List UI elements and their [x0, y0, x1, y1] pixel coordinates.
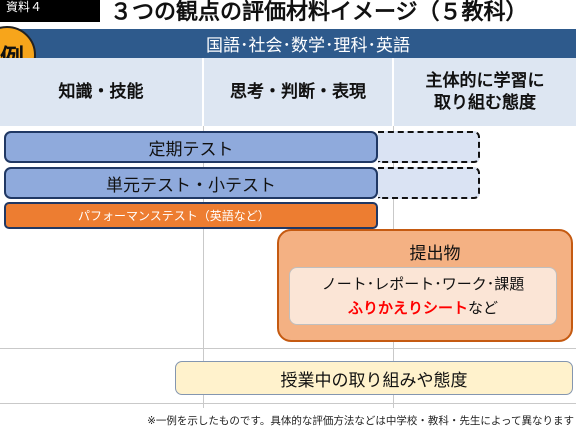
class-attitude-label: 授業中の取り組みや態度 — [280, 370, 468, 391]
document-tag: 資料４ — [0, 0, 100, 22]
performance-test-box: パフォーマンステスト（英語など） — [4, 202, 378, 229]
column-header-attitude-line2: 取り組む態度 — [434, 93, 536, 113]
column-header-attitude: 主体的に学習に 取り組む態度 — [394, 58, 576, 126]
footnote: ※一例を示したものです。具体的な評価方法などは中学校・教科・先生によって異なりま… — [147, 415, 574, 427]
regular-test-attitude-extension — [378, 131, 480, 163]
unit-test-attitude-extension — [378, 167, 480, 199]
page-title: ３つの観点の評価材料イメージ（５教科） — [110, 0, 528, 25]
reflection-sheet-highlight: ふりかえりシート — [347, 299, 468, 317]
submission-line2: ふりかえりシートなど — [290, 296, 556, 320]
submission-box: 提出物 ノート･レポート･ワーク･課題 ふりかえりシートなど — [277, 229, 573, 342]
unit-test-box: 単元テスト・小テスト — [4, 167, 378, 199]
column-header-thinking: 思考・判断・表現 — [204, 58, 392, 126]
column-header-attitude-line1: 主体的に学習に — [425, 71, 545, 91]
submission-suffix: など — [468, 299, 499, 317]
regular-test-label: 定期テスト — [148, 139, 234, 160]
column-header-thinking-label: 思考・判断・表現 — [230, 82, 366, 102]
class-attitude-box: 授業中の取り組みや態度 — [175, 361, 573, 395]
column-header-knowledge-label: 知識・技能 — [58, 82, 144, 102]
performance-test-label: パフォーマンステスト（英語など） — [78, 209, 270, 223]
grid-row-divider — [0, 348, 576, 349]
submission-detail: ノート･レポート･ワーク･課題 ふりかえりシートなど — [289, 267, 557, 325]
grid-divider-1 — [203, 126, 204, 408]
regular-test-box: 定期テスト — [4, 131, 378, 163]
subjects-label: 国語･社会･数学･理科･英語 — [206, 36, 410, 56]
subjects-header: 国語･社会･数学･理科･英語 — [0, 29, 576, 58]
submission-title: 提出物 — [409, 244, 461, 264]
unit-test-label: 単元テスト・小テスト — [106, 175, 276, 196]
grid-bottom-line — [0, 403, 576, 404]
submission-items: ノート･レポート･ワーク･課題 — [321, 275, 525, 293]
column-header-knowledge: 知識・技能 — [0, 58, 202, 126]
